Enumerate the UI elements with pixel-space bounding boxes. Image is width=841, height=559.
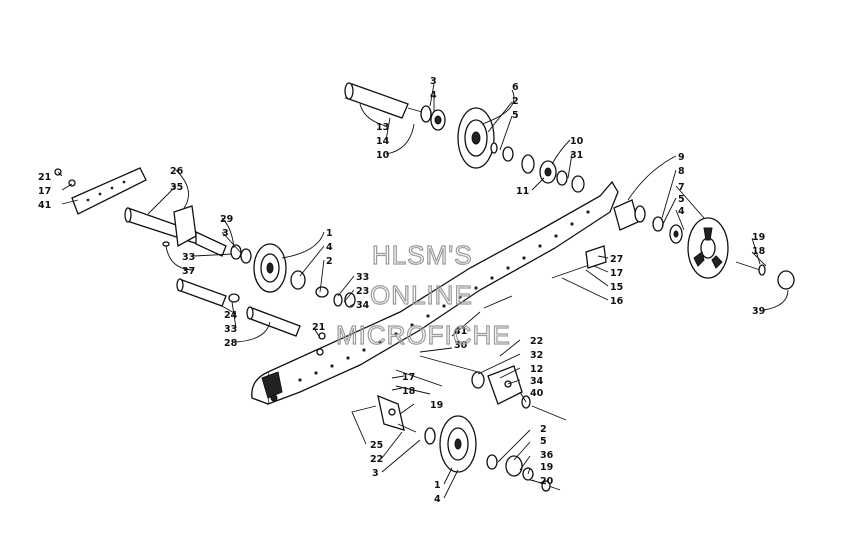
callout-label: 8 bbox=[678, 166, 685, 177]
callout-label: 19 bbox=[540, 462, 553, 473]
callout-label: 31 bbox=[570, 150, 583, 161]
callout-label: 33 bbox=[182, 252, 195, 263]
callout-label: 21 bbox=[38, 172, 51, 183]
callout-label: 5 bbox=[512, 110, 519, 121]
callout-label: 22 bbox=[530, 336, 543, 347]
callout-label: 6 bbox=[512, 82, 519, 93]
rail-left-fragment bbox=[71, 167, 147, 215]
callout-label: 19 bbox=[752, 232, 765, 243]
callout-label: 2 bbox=[540, 424, 547, 435]
callout-label: 2 bbox=[512, 96, 519, 107]
callout-label: 33 bbox=[356, 272, 369, 283]
callout-label: 13 bbox=[376, 122, 389, 133]
callout-label: 14 bbox=[376, 136, 390, 147]
callout-label: 3 bbox=[372, 468, 379, 479]
callout-label: 12 bbox=[530, 364, 543, 375]
callout-label: 41 bbox=[454, 326, 467, 337]
callout-label: 19 bbox=[430, 400, 443, 411]
watermark: HLSM'S ONLINE MICROFICHE bbox=[335, 239, 511, 350]
callout-label: 23 bbox=[356, 286, 369, 297]
callout-label: 5 bbox=[540, 436, 547, 447]
callout-label: 25 bbox=[370, 440, 383, 451]
callout-labels: 3 4 6 2 5 13 14 10 10 31 11 21 17 41 26 … bbox=[38, 76, 766, 505]
callout-label: 2 bbox=[326, 256, 333, 267]
callout-label: 1 bbox=[326, 228, 333, 239]
callout-label: 24 bbox=[224, 310, 238, 321]
callout-label: 36 bbox=[540, 450, 554, 461]
callout-label: 4 bbox=[434, 494, 441, 505]
callout-label: 17 bbox=[402, 372, 415, 383]
callout-label: 4 bbox=[326, 242, 333, 253]
callout-label: 15 bbox=[610, 282, 623, 293]
callout-label: 29 bbox=[220, 214, 233, 225]
callout-label: 5 bbox=[678, 194, 685, 205]
rear-idler-assembly bbox=[551, 199, 795, 290]
callout-label: 35 bbox=[170, 182, 183, 193]
callout-label: 3 bbox=[222, 228, 229, 239]
callout-label: 21 bbox=[312, 322, 325, 333]
callout-label: 26 bbox=[170, 166, 184, 177]
leader-lines bbox=[57, 83, 789, 499]
callout-label: 27 bbox=[610, 254, 623, 265]
callout-label: 22 bbox=[370, 454, 383, 465]
callout-label: 39 bbox=[752, 306, 765, 317]
callout-label: 3 bbox=[430, 76, 437, 87]
callout-label: 7 bbox=[678, 182, 685, 193]
callout-label: 17 bbox=[610, 268, 623, 279]
callout-label: 33 bbox=[224, 324, 237, 335]
watermark-line-2: ONLINE bbox=[370, 280, 473, 310]
callout-label: 9 bbox=[678, 152, 685, 163]
callout-label: 28 bbox=[224, 338, 238, 349]
watermark-line-3: MICROFICHE bbox=[336, 320, 511, 350]
callout-label: 34 bbox=[530, 376, 544, 387]
mid-hardware bbox=[316, 295, 513, 395]
callout-label: 17 bbox=[38, 186, 51, 197]
slide-rail bbox=[251, 180, 619, 405]
callout-label: 30 bbox=[454, 340, 468, 351]
callout-label: 40 bbox=[530, 388, 544, 399]
callout-label: 11 bbox=[516, 186, 529, 197]
callout-label: 37 bbox=[182, 266, 195, 277]
callout-label: 16 bbox=[610, 296, 624, 307]
callout-label: 41 bbox=[38, 200, 51, 211]
callout-label: 10 bbox=[376, 150, 390, 161]
callout-label: 32 bbox=[530, 350, 543, 361]
callout-label: 1 bbox=[434, 480, 441, 491]
callout-label: 4 bbox=[678, 206, 685, 217]
callout-label: 20 bbox=[540, 476, 554, 487]
front-arm-assembly bbox=[54, 168, 356, 308]
callout-label: 34 bbox=[356, 300, 370, 311]
callout-label: 4 bbox=[430, 90, 437, 101]
lower-shafts bbox=[176, 278, 301, 337]
watermark-line-1: HLSM'S bbox=[372, 240, 473, 270]
callout-label: 18 bbox=[402, 386, 416, 397]
callout-label: 10 bbox=[570, 136, 584, 147]
callout-label: 18 bbox=[752, 246, 766, 257]
bottom-idler-assembly bbox=[377, 394, 561, 492]
